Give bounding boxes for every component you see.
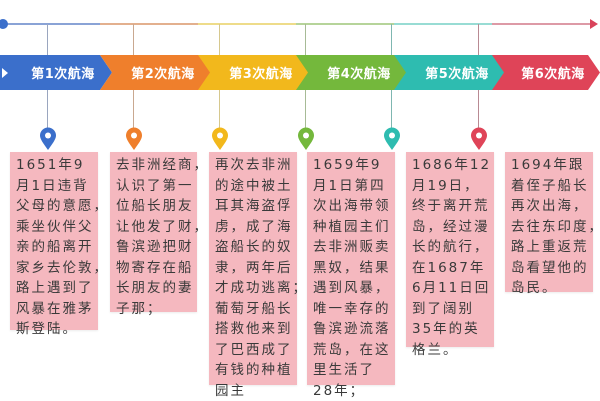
voyage-label-1: 第1次航海 [17,63,95,82]
start-chevron-icon [2,68,8,78]
event-text-line: 月1日违背 [16,176,94,197]
event-text-line: 斯登陆。 [16,319,94,340]
event-text-line: 鲁滨逊把财 [116,237,193,258]
event-text-line: 里生活了 [313,360,391,381]
event-text-line: 去非洲经商， [116,155,193,176]
event-text-line: 葡萄牙船长 [215,299,293,320]
event-box-5: 1686年12 月19日， 终于离开荒 岛，经过漫 长的航行， 在1687年 6… [406,152,494,347]
event-text-line: 1686年12 [412,155,490,176]
event-text-line: 终于离开荒 [412,196,490,217]
event-text-line: 遇到风暴， [313,278,391,299]
event-text-line: 1694年跟 [511,155,589,176]
event-box-3: 再次去非洲 的途中被土 耳其海盗俘 虏，成了海 盗船长的奴 隶，两年后 才成功逃… [209,152,297,385]
event-text-line: 认识了第一 [116,176,193,197]
voyage-tab-1: 第1次航海 [0,55,112,90]
event-text-line: 子那； [116,299,193,320]
map-pin-icon [211,127,229,151]
event-text-line: 风暴在雅茅 [16,299,94,320]
event-text-line: 在1687年 [412,258,490,279]
voyage-tab-2: 第2次航海 [100,55,212,90]
event-text-line: 的途中被土 [215,176,293,197]
line-segment-6 [492,23,592,25]
event-text-line: 荒岛，在这 [313,340,391,361]
event-text-line: 着侄子船长 [511,176,589,197]
event-text-line: 有钱的种植 [215,360,293,381]
event-text-line: 盗船长的奴 [215,237,293,258]
event-text-line: 28年； [313,381,391,401]
event-text-line: 了巴西成了 [215,340,293,361]
event-text-line: 次出海带领 [313,196,391,217]
event-text-line: 鲁滨逊流落 [313,319,391,340]
event-text-line: 亲的船离开 [16,237,94,258]
event-text-line: 家乡去伦敦， [16,258,94,279]
event-text-line: 物寄存在船 [116,258,193,279]
voyage-tab-4: 第4次航海 [296,55,408,90]
event-text-line: 格兰。 [412,340,490,361]
event-text-line: 虏，成了海 [215,217,293,238]
event-text-line: 月19日， [412,176,490,197]
event-text-line: 长的航行， [412,237,490,258]
event-box-4: 1659年9 月1日第四 次出海带领 种植园主们 去非洲贩卖 黑奴，结果 遇到风… [307,152,395,385]
event-text-line: 岛，经过漫 [412,217,490,238]
line-segment-3 [198,23,296,25]
line-segment-1 [2,23,100,25]
event-text-line: 位船长朋友 [116,196,193,217]
map-pin-icon [470,127,488,151]
event-text-line: 才成功逃离； [215,278,293,299]
event-text-line: 1651年9 [16,155,94,176]
timeline-top-line [2,23,592,25]
timeline-end-arrow-icon [590,19,598,29]
event-text-line: 再次去非洲 [215,155,293,176]
map-pin-icon [39,127,57,151]
line-segment-2 [100,23,198,25]
event-text-line: 到了阔别 [412,299,490,320]
event-text-line: 岛民。 [511,278,589,299]
voyage-label-3: 第3次航海 [215,63,293,82]
voyage-label-4: 第4次航海 [313,63,391,82]
voyage-label-5: 第5次航海 [411,63,489,82]
map-pin-icon [383,127,401,151]
map-pin-icon [297,127,315,151]
event-text-line: 园主 [215,381,293,401]
event-text-line: 月1日第四 [313,176,391,197]
event-text-line: 乘坐伙伴父 [16,217,94,238]
event-text-line: 1659年9 [313,155,391,176]
event-text-line: 父母的意愿， [16,196,94,217]
voyage-label-6: 第6次航海 [507,63,585,82]
event-text-line: 搭救他来到 [215,319,293,340]
voyage-label-2: 第2次航海 [117,63,195,82]
map-pin-icon [125,127,143,151]
event-text-line: 唯一幸存的 [313,299,391,320]
voyage-tab-6: 第6次航海 [492,55,600,90]
event-text-line: 种植园主们 [313,217,391,238]
event-text-line: 路上重返荒 [511,237,589,258]
event-text-line: 岛看望他的 [511,258,589,279]
event-text-line: 隶，两年后 [215,258,293,279]
event-text-line: 路上遇到了 [16,278,94,299]
event-box-1: 1651年9 月1日违背 父母的意愿， 乘坐伙伴父 亲的船离开 家乡去伦敦， 路… [10,152,98,330]
event-text-line: 6月11日回 [412,278,490,299]
event-text-line: 35年的英 [412,319,490,340]
event-text-line: 黑奴，结果 [313,258,391,279]
voyage-tab-3: 第3次航海 [198,55,310,90]
event-text-line: 去往东印度， [511,217,589,238]
event-text-line: 再次出海， [511,196,589,217]
event-text-line: 耳其海盗俘 [215,196,293,217]
event-text-line: 让他发了财， [116,217,193,238]
timeline-start-dot-icon [0,19,8,29]
voyage-tab-5: 第5次航海 [394,55,506,90]
event-box-6: 1694年跟 着侄子船长 再次出海， 去往东印度， 路上重返荒 岛看望他的 岛民… [505,152,593,292]
event-box-2: 去非洲经商， 认识了第一 位船长朋友 让他发了财， 鲁滨逊把财 物寄存在船 长朋… [110,152,197,312]
event-text-line: 去非洲贩卖 [313,237,391,258]
voyage-banner: 第1次航海 第2次航海 第3次航海 第4次航海 第5次航海 第6次航海 [0,55,600,90]
line-segment-4 [296,23,394,25]
event-text-line: 长朋友的妻 [116,278,193,299]
